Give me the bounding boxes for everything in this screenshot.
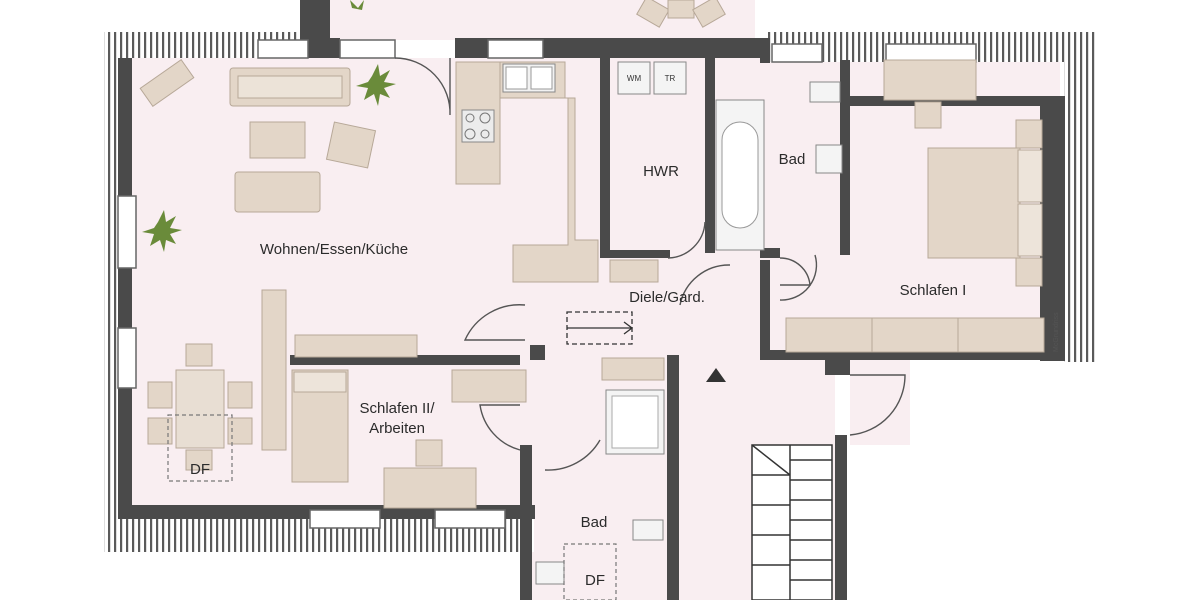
window — [309, 509, 381, 529]
dining-set — [147, 343, 253, 471]
shower — [605, 389, 665, 455]
room-label-schlafen1: Schlafen I — [900, 282, 967, 299]
window — [257, 39, 309, 59]
bathtub — [715, 99, 765, 251]
hall-shelf — [601, 357, 665, 381]
shelf — [294, 334, 418, 358]
cooktop-burners — [464, 112, 491, 140]
df-label-bottom: DF — [585, 572, 605, 589]
sideboard — [261, 289, 287, 451]
window — [487, 39, 544, 59]
kitchen — [455, 61, 599, 283]
window — [117, 327, 137, 389]
wardrobe-hwr — [609, 259, 659, 283]
tumble-dryer — [653, 61, 687, 95]
wm-label: WM — [627, 74, 642, 83]
armchair — [325, 121, 377, 169]
roof-window-left — [167, 414, 233, 482]
credit-label: McGrundriss — [1053, 312, 1060, 352]
washbasin-top — [815, 144, 843, 174]
room-label-schlafen2-line1: Schlafen II/ — [359, 400, 435, 417]
room-label-diele: Diele/Gard. — [629, 289, 705, 306]
desk — [383, 467, 477, 509]
terrace-furniture — [636, 0, 726, 28]
roof-window-arrow — [567, 321, 634, 335]
window — [117, 195, 137, 269]
room-label-schlafen2-line2: Arbeiten — [369, 420, 425, 437]
windows — [117, 39, 977, 529]
side-table — [139, 58, 195, 108]
room-label-wohnen: Wohnen/Essen/Küche — [260, 241, 408, 258]
staircase — [751, 444, 833, 600]
window — [339, 39, 396, 59]
dining-table — [175, 369, 225, 449]
room-label-bad-bottom: Bad — [581, 514, 608, 531]
washbasin-bottom — [535, 561, 565, 585]
window — [771, 43, 823, 63]
window — [434, 509, 506, 529]
bedroom2-furniture — [291, 369, 527, 509]
washing-machine — [617, 61, 651, 95]
toilet-bottom — [632, 519, 664, 541]
doors — [394, 57, 906, 471]
wardrobe — [785, 317, 873, 353]
room-label-hwr: HWR — [643, 163, 679, 180]
coffee-table — [249, 121, 306, 159]
double-bed — [927, 147, 1021, 259]
living-furniture — [139, 58, 418, 451]
toilet-top — [809, 81, 841, 103]
sofa-cushion — [237, 75, 343, 99]
window — [885, 43, 977, 63]
entrance-arrow — [706, 368, 726, 382]
sofa-bottom — [234, 171, 321, 213]
roof-window-bath — [563, 543, 617, 600]
tr-label: TR — [665, 74, 676, 83]
plant-icon — [142, 0, 396, 252]
room-label-bad-top: Bad — [779, 151, 806, 168]
bedroom1-furniture — [785, 59, 1045, 353]
df-label-left: DF — [190, 461, 210, 478]
